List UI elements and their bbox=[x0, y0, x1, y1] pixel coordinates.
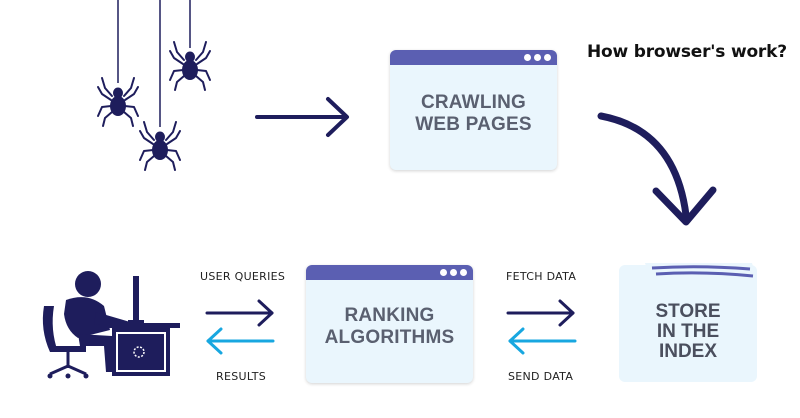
arrow-results-icon bbox=[206, 327, 275, 355]
arrow-right-icon bbox=[255, 97, 349, 137]
user-queries-label: USER QUERIES bbox=[200, 270, 286, 283]
crawling-label: CRAWLING WEB PAGES bbox=[390, 92, 557, 136]
results-label: RESULTS bbox=[216, 370, 267, 383]
fetch-data-label: FETCH DATA bbox=[506, 270, 577, 283]
window-dots-icon bbox=[440, 269, 467, 276]
arrow-fetch-data-icon bbox=[506, 299, 575, 327]
index-label-line-2: IN THE bbox=[656, 321, 720, 342]
spider-icon bbox=[169, 0, 211, 91]
window-title-bar bbox=[306, 265, 473, 280]
arrow-send-data-icon bbox=[508, 327, 577, 355]
index-label-line-1: STORE bbox=[655, 301, 721, 322]
ranking-window: RANKING ALGORITHMS bbox=[306, 265, 473, 383]
crawling-window: CRAWLING WEB PAGES bbox=[390, 50, 557, 170]
crawling-label-line-1: CRAWLING bbox=[420, 92, 527, 113]
crawling-label-line-2: WEB PAGES bbox=[415, 114, 532, 135]
index-label: STORE IN THE INDEX bbox=[619, 302, 757, 362]
ranking-label-line-1: RANKING bbox=[344, 305, 435, 326]
window-dots-icon bbox=[524, 54, 551, 61]
spider-icon bbox=[97, 0, 139, 127]
window-title-bar bbox=[390, 50, 557, 65]
folder-icon bbox=[619, 263, 757, 382]
spider-icon bbox=[139, 0, 181, 171]
page-title: How browser's work? bbox=[587, 42, 787, 62]
user-at-computer-icon bbox=[42, 271, 180, 379]
index-label-line-3: INDEX bbox=[658, 341, 718, 362]
ranking-label: RANKING ALGORITHMS bbox=[306, 305, 473, 349]
arrow-user-queries-icon bbox=[205, 299, 274, 327]
curved-arrow-down-icon bbox=[597, 112, 717, 226]
send-data-label: SEND DATA bbox=[508, 370, 574, 383]
ranking-label-line-2: ALGORITHMS bbox=[324, 327, 455, 348]
